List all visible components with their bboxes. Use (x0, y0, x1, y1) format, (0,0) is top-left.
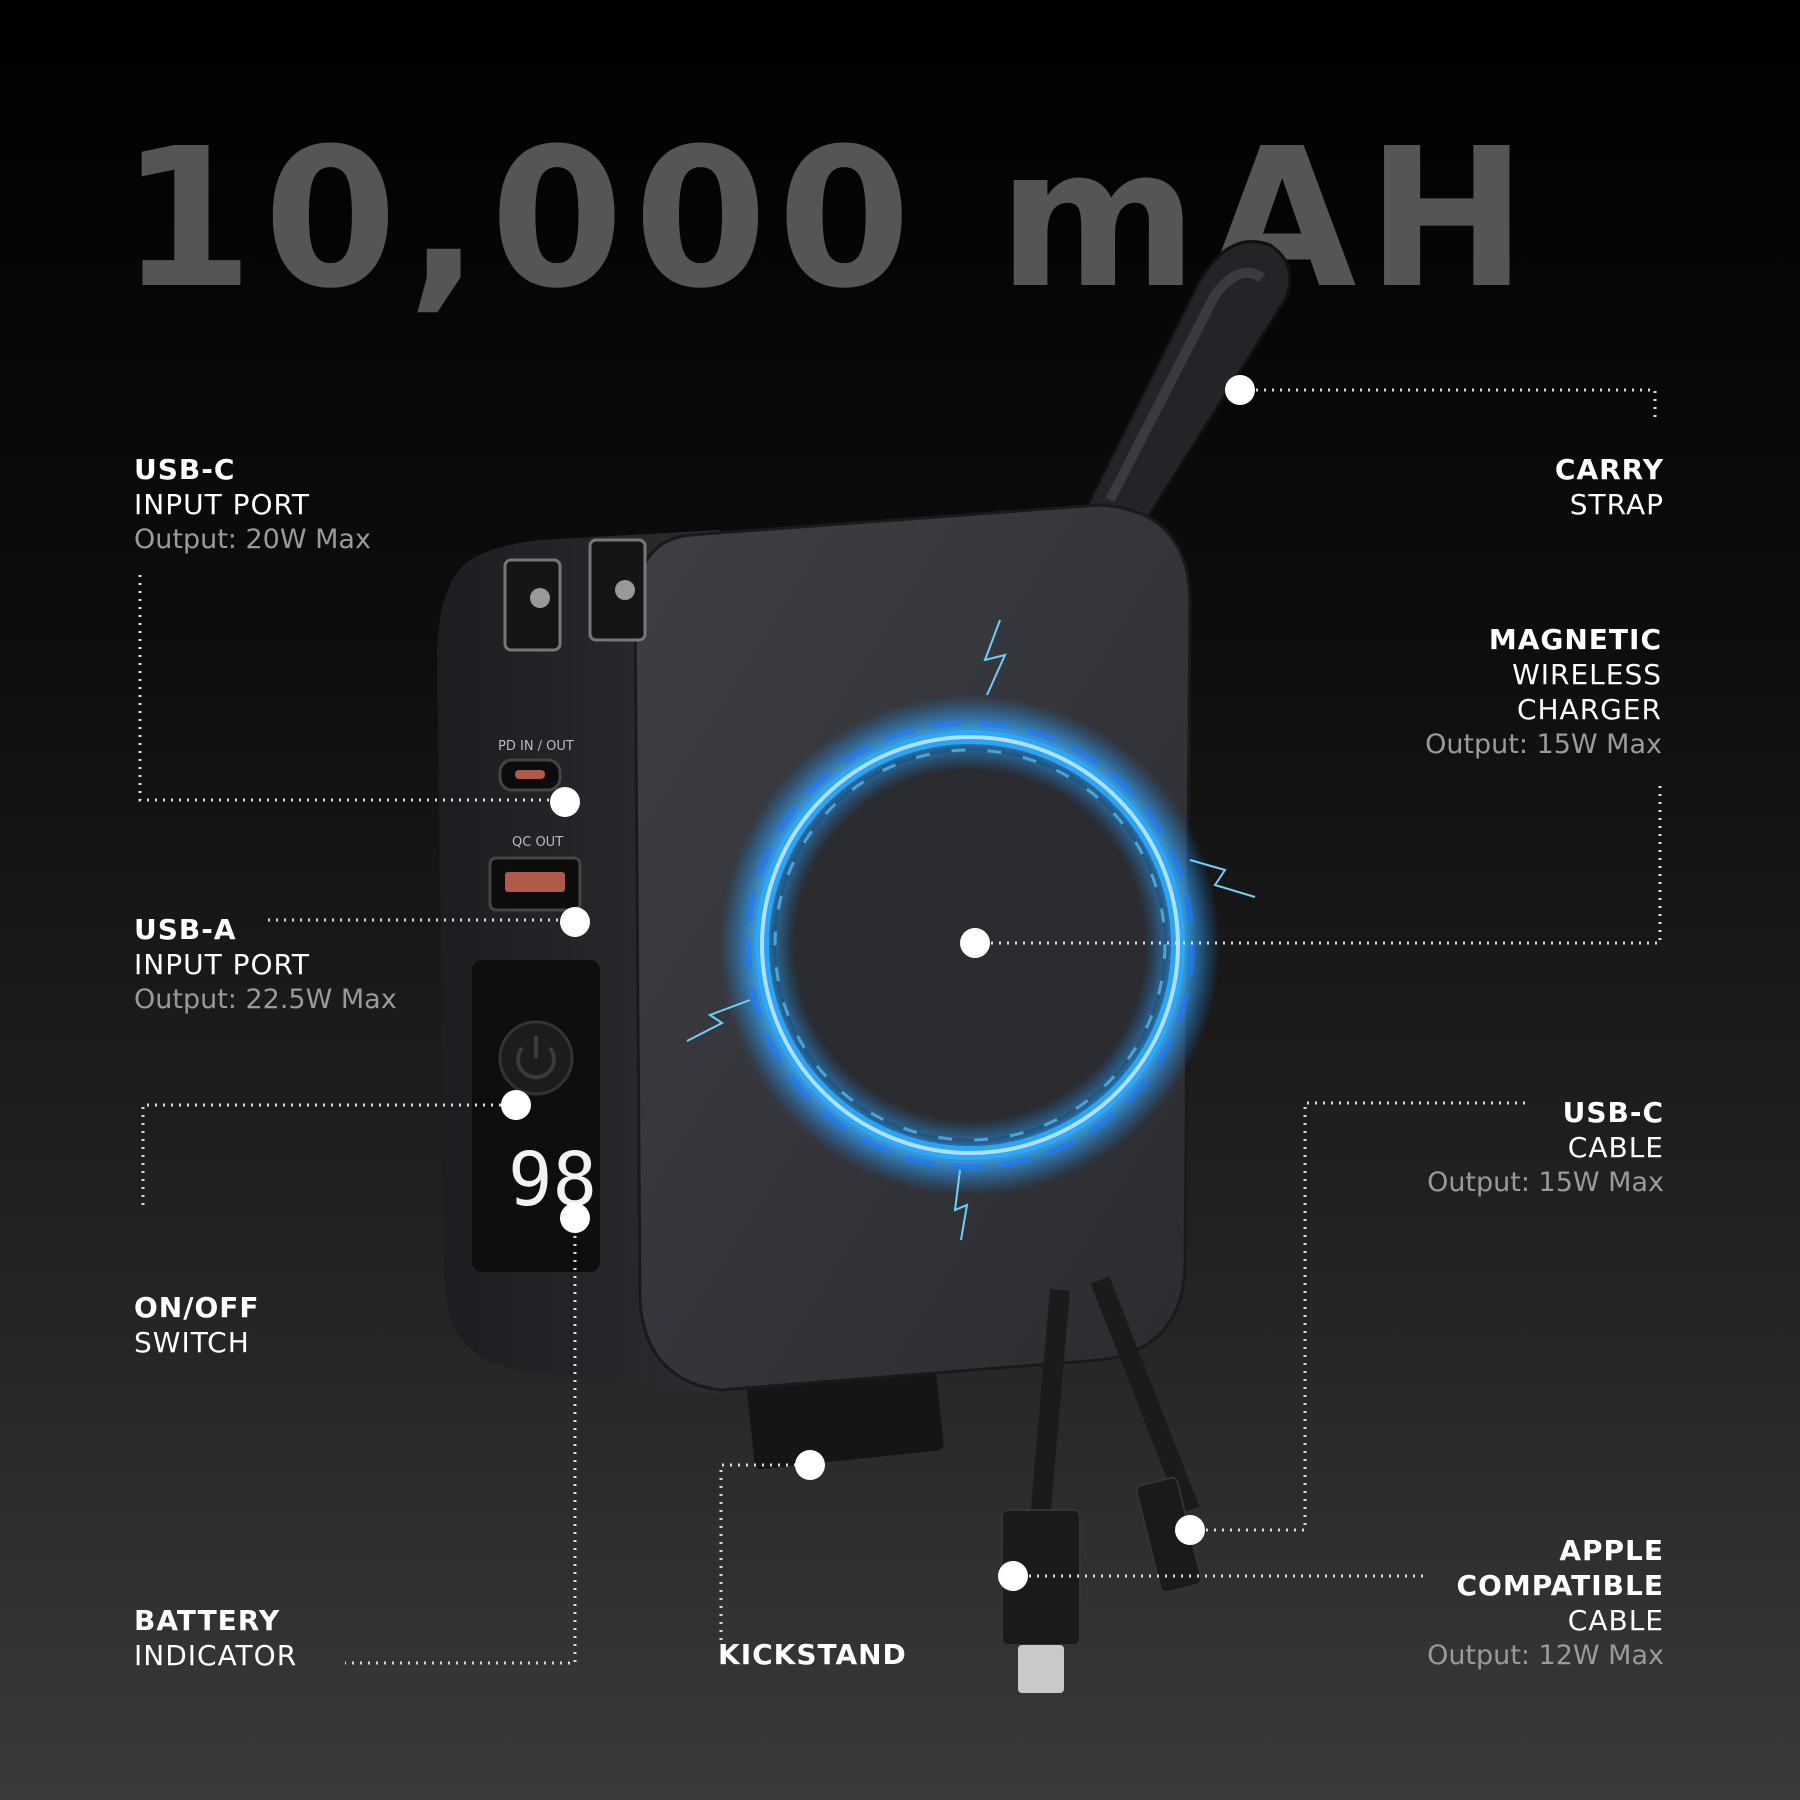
callout-on-off: ON/OFF SWITCH (134, 1290, 260, 1360)
carry-strap (1077, 240, 1292, 532)
callout-magnetic-wireless: MAGNETIC WIRELESS CHARGER Output: 15W Ma… (1425, 622, 1662, 762)
callout-battery: BATTERY INDICATOR (134, 1603, 297, 1673)
qc-port-label: QC OUT (512, 835, 563, 850)
callout-usb-c-cable: USB-C CABLE Output: 15W Max (1427, 1095, 1664, 1200)
callout-line2: WIRELESS (1512, 658, 1662, 691)
dot-wireless (960, 928, 990, 958)
callout-subtitle: STRAP (1569, 488, 1664, 521)
callout-spec: Output: 12W Max (1427, 1640, 1664, 1671)
callout-line2: COMPATIBLE (1456, 1569, 1664, 1602)
ac-prongs (503, 538, 647, 652)
dot-usb-c-input (550, 787, 580, 817)
callout-spec: Output: 22.5W Max (134, 984, 397, 1015)
callout-title: ON/OFF (134, 1291, 260, 1324)
callout-spec: Output: 15W Max (1427, 1167, 1664, 1198)
leader-lines (138, 388, 1662, 1665)
dot-battery (560, 1203, 590, 1233)
callout-subtitle: INDICATOR (134, 1639, 298, 1672)
dot-on-off (501, 1090, 531, 1120)
callout-subtitle: INPUT PORT (134, 948, 311, 981)
callout-carry-strap: CARRY STRAP (1555, 452, 1664, 522)
callout-line3: CHARGER (1516, 693, 1662, 726)
callout-title: MAGNETIC (1488, 623, 1662, 656)
callout-title: USB-C (1562, 1096, 1664, 1129)
power-icon (516, 1036, 556, 1080)
callout-subtitle: SWITCH (134, 1326, 250, 1359)
kickstand-shape (746, 1360, 944, 1470)
pd-port-label: PD IN / OUT (498, 739, 574, 754)
dot-kickstand (795, 1450, 825, 1480)
apple-cable (1001, 1289, 1081, 1693)
callout-title: USB-C (134, 453, 236, 486)
callout-title: KICKSTAND (718, 1638, 907, 1671)
callout-spec: Output: 15W Max (1425, 729, 1662, 760)
callout-dots (501, 375, 1255, 1591)
callout-title: USB-A (134, 913, 237, 946)
callout-usb-a-input: USB-A INPUT PORT Output: 22.5W Max (134, 912, 397, 1017)
headline-capacity: 10,000 mAH (120, 108, 1538, 331)
control-panel (472, 960, 600, 1272)
callout-line3: CABLE (1567, 1604, 1664, 1637)
callout-spec: Output: 20W Max (134, 524, 371, 555)
dot-usb-a-input (560, 907, 590, 937)
callout-kickstand: KICKSTAND (718, 1637, 907, 1672)
callout-subtitle: CABLE (1567, 1131, 1664, 1164)
dot-usb-c-cable (1175, 1515, 1205, 1545)
callout-title: CARRY (1554, 453, 1664, 486)
callout-usb-c-input: USB-C INPUT PORT Output: 20W Max (134, 452, 371, 557)
dot-carry-strap (1225, 375, 1255, 405)
callout-apple-cable: APPLE COMPATIBLE CABLE Output: 12W Max (1427, 1533, 1664, 1673)
callout-subtitle: INPUT PORT (134, 488, 311, 521)
callout-title: BATTERY (134, 1604, 281, 1637)
dot-apple-cable (998, 1561, 1028, 1591)
callout-title: APPLE (1559, 1534, 1664, 1567)
